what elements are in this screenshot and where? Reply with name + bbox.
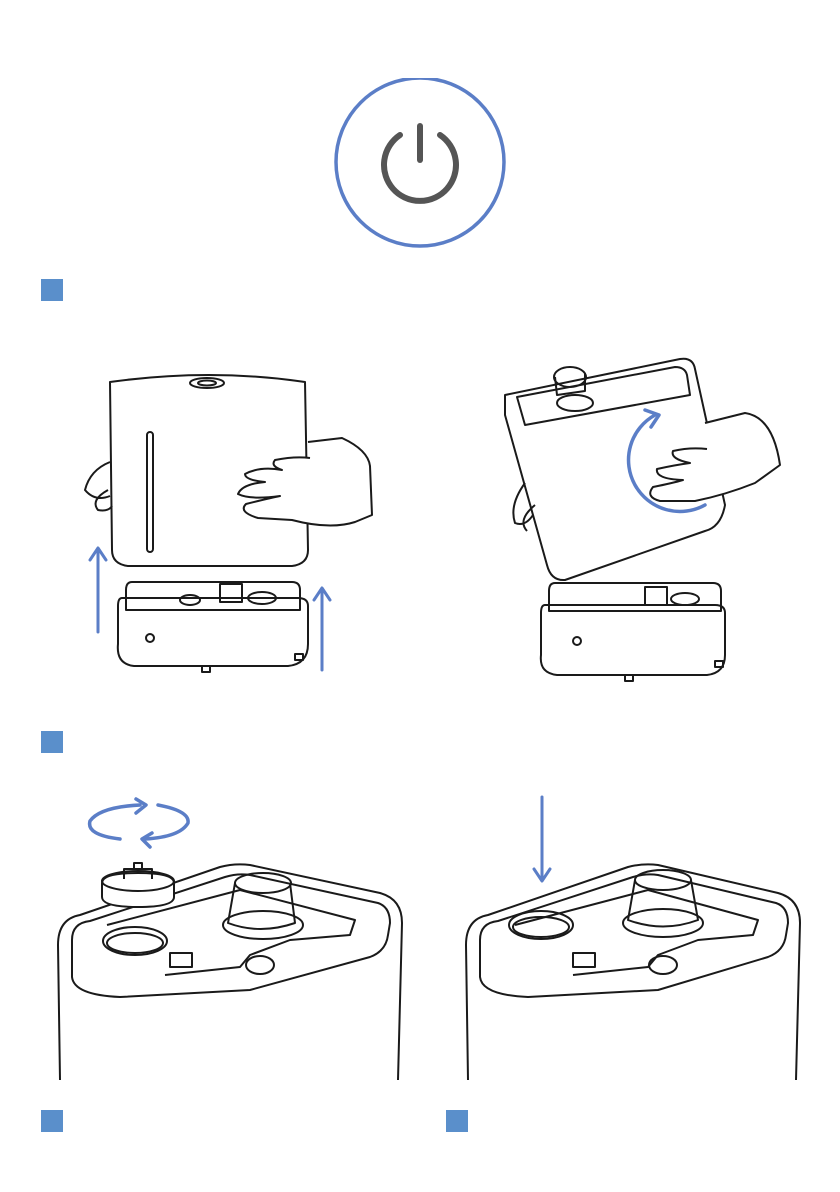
valve-opening-inner-2 bbox=[513, 917, 569, 937]
left-hand bbox=[85, 462, 112, 511]
tank-hole-2 bbox=[649, 956, 677, 974]
nozzle-body-2 bbox=[628, 880, 698, 927]
base-foot bbox=[202, 666, 210, 672]
float-valve-2 bbox=[645, 587, 667, 605]
base-unit-2 bbox=[541, 605, 725, 675]
step-marker-2 bbox=[41, 731, 63, 753]
base-unit bbox=[118, 598, 308, 666]
step-marker-3 bbox=[41, 1110, 63, 1132]
valve-opening bbox=[103, 927, 167, 955]
valve-opening-inner bbox=[107, 933, 163, 953]
unscrew-cap-illustration bbox=[50, 795, 415, 1080]
tank-slot bbox=[170, 953, 192, 967]
flip-tank-illustration bbox=[495, 355, 795, 700]
power-icon bbox=[330, 78, 510, 248]
arrow-down-icon bbox=[534, 797, 550, 881]
rotate-both-ways-icon bbox=[90, 799, 189, 847]
step-marker-1 bbox=[41, 279, 63, 301]
base-foot-2 bbox=[625, 675, 633, 681]
lift-tank-illustration bbox=[80, 370, 380, 705]
tank-slot-2 bbox=[573, 953, 595, 967]
base-recess-2 bbox=[671, 593, 699, 605]
reassemble-illustration bbox=[458, 795, 813, 1080]
arrow-up-icon bbox=[90, 548, 106, 632]
step-marker-4 bbox=[446, 1110, 468, 1132]
tank-hole bbox=[246, 956, 274, 974]
arrow-up-icon-right bbox=[314, 588, 330, 670]
